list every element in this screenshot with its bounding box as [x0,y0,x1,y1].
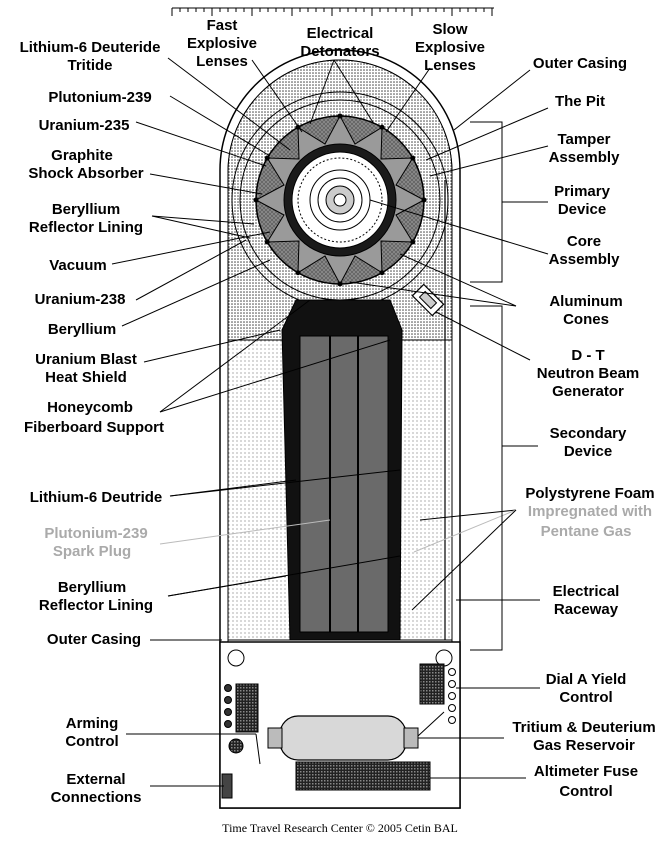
arming-module-shape [235,683,259,733]
detonator-dot [337,113,343,119]
label-beryllium: Beryllium [48,321,116,338]
brackets [470,121,548,651]
detonator-dot [337,281,343,287]
primary-device-shape [231,91,449,309]
detonator-dot [253,197,259,203]
label-polystyrene-foam: Polystyrene Foam [525,485,654,502]
detonator-dot [264,155,270,161]
detonator-dot [379,270,385,276]
gas-reservoir-shape [267,711,445,761]
control-port-dot [448,680,456,688]
detonator-dot [421,197,427,203]
label-outer-casing-left: Outer Casing [47,631,141,648]
control-port-dot [448,668,456,676]
label-plutonium239: Plutonium-239 [48,89,151,106]
secondary-device-shape [281,299,403,641]
control-port-dot [448,716,456,724]
label-uranium238: Uranium-238 [35,291,126,308]
altimeter-fuse-shape [295,761,431,791]
arming-port-dot [224,720,232,728]
arming-port-dot [224,708,232,716]
label-lithium6-deutride: Lithium-6 Deutride [30,489,163,506]
arming-port-dot [224,696,232,704]
detonator-dot [410,239,416,245]
image-credit: Time Travel Research Center © 2005 Cetin… [222,821,458,835]
label-the-pit: The Pit [555,93,605,110]
detonator-dot [410,155,416,161]
dial-a-yield-shape [419,663,445,705]
top-ruler [171,7,494,16]
arming-knob [228,738,244,754]
detonator-dot [295,270,301,276]
arming-port-dot [224,684,232,692]
leader-lines [111,57,549,787]
label-uranium235: Uranium-235 [39,117,130,134]
control-port-dot [448,704,456,712]
label-outer-casing-right: Outer Casing [533,55,627,72]
label-vacuum: Vacuum [49,257,107,274]
detonator-dot [264,239,270,245]
detonator-dot [379,124,385,130]
control-port-dot [448,692,456,700]
